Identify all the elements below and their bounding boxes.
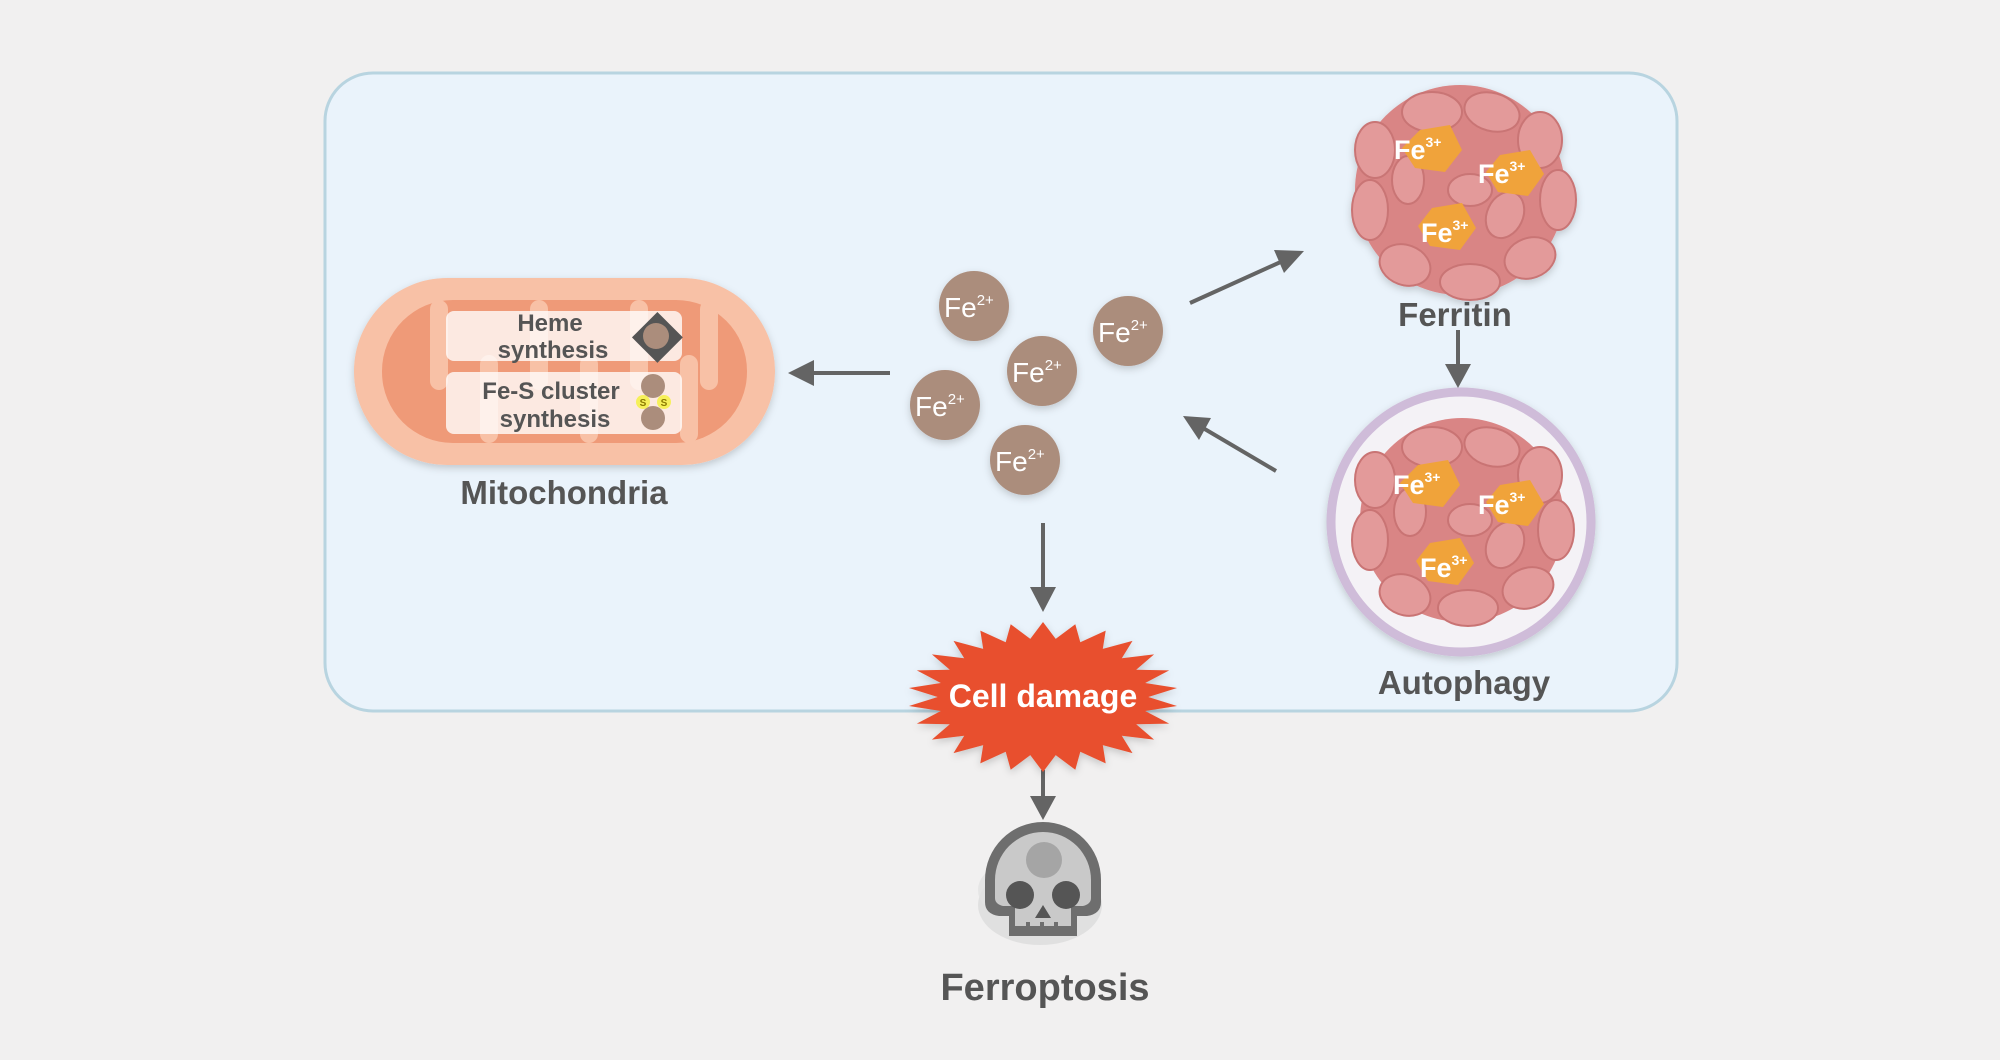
svg-text:Fe2+: Fe2+ <box>995 446 1045 477</box>
fes-label-line1: Fe-S cluster <box>482 378 619 405</box>
cell-damage-burst: Cell damage <box>909 622 1177 772</box>
arrow-autophagy-to-iron-pool <box>1183 416 1278 473</box>
autophagy-label: Autophagy <box>1378 664 1551 701</box>
fe3-ion: Fe3+ <box>1416 538 1474 585</box>
ferritin-complex: Fe3+ Fe3+ Fe3+ <box>1351 85 1577 301</box>
svg-text:Fe3+: Fe3+ <box>1478 489 1525 520</box>
fe3-ion: Fe3+ <box>1478 480 1544 526</box>
fe2-ion: Fe2+ <box>990 425 1060 495</box>
arrow-ferritin-to-autophagy <box>1445 330 1471 388</box>
skull-icon <box>978 822 1102 945</box>
fes-label-line2: synthesis <box>500 406 611 433</box>
arrow-to-mitochondria <box>788 360 890 386</box>
fe2-ion: Fe2+ <box>910 370 980 440</box>
mitochondria-label: Mitochondria <box>460 474 668 511</box>
svg-text:Fe3+: Fe3+ <box>1394 134 1441 165</box>
fe2-ion: Fe2+ <box>1093 296 1163 366</box>
heme-synthesis-panel <box>446 311 682 361</box>
fe2-ion: Fe2+ <box>939 271 1009 341</box>
svg-text:Fe2+: Fe2+ <box>944 292 994 323</box>
svg-text:Fe3+: Fe3+ <box>1393 469 1440 500</box>
fe3-ion: Fe3+ <box>1393 460 1460 507</box>
fe-s-synthesis-panel <box>446 372 682 434</box>
cell-damage-label: Cell damage <box>949 678 1138 714</box>
fe3-ion: Fe3+ <box>1478 150 1544 196</box>
svg-text:Fe2+: Fe2+ <box>1012 357 1062 388</box>
fe-s-cluster-icon: S S <box>636 374 671 430</box>
arrow-iron-to-cell-damage <box>1030 523 1056 612</box>
sulfur-label-left: S <box>640 398 647 409</box>
fe3-ion: Fe3+ <box>1418 203 1476 250</box>
ferroptosis-label: Ferroptosis <box>940 967 1149 1009</box>
arrow-to-ferritin <box>1189 250 1304 305</box>
svg-text:Fe2+: Fe2+ <box>1098 317 1148 348</box>
fe2-ion: Fe2+ <box>1007 336 1077 406</box>
heme-label-line2: synthesis <box>498 337 609 364</box>
fe3-ion: Fe3+ <box>1394 125 1462 172</box>
fe2-ion-pool: Fe2+ Fe2+ Fe2+ Fe2+ Fe2+ <box>910 271 1163 495</box>
mitochondrion: Heme synthesis Fe-S cluster synthesis S … <box>354 278 775 465</box>
heme-label-line1: Heme <box>517 310 582 337</box>
svg-text:Fe3+: Fe3+ <box>1421 217 1468 248</box>
autophagosome: Fe3+ Fe3+ Fe3+ <box>1326 387 1596 657</box>
ferritin-label: Ferritin <box>1398 296 1512 333</box>
arrow-damage-to-ferroptosis <box>1030 770 1056 820</box>
sulfur-label-right: S <box>661 398 668 409</box>
damage-starburst-shape <box>909 622 1177 772</box>
svg-text:Fe2+: Fe2+ <box>915 391 965 422</box>
svg-text:Fe3+: Fe3+ <box>1478 158 1525 189</box>
svg-text:Fe3+: Fe3+ <box>1420 552 1467 583</box>
